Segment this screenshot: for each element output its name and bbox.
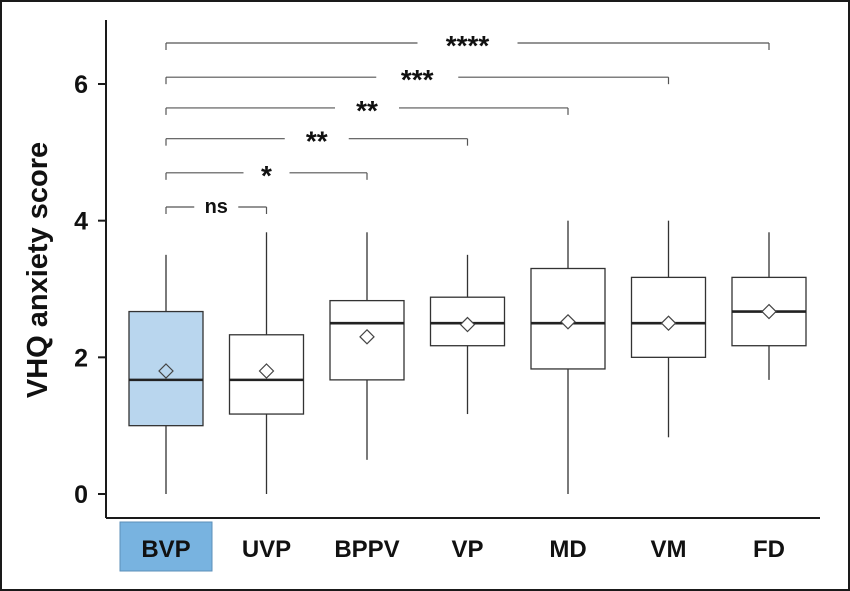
x-tick-label-fd: FD [753, 536, 785, 563]
significance-label-bppv: * [261, 160, 272, 191]
significance-label-vm: *** [401, 64, 434, 95]
x-label-highlight [119, 521, 213, 572]
mean-marker-md [560, 313, 576, 330]
mean-marker-uvp [258, 363, 275, 379]
y-tick-label: 6 [74, 71, 88, 99]
significance-label-vp: ** [306, 126, 328, 157]
significance-label-uvp: ns [205, 196, 228, 218]
significance-label-md: ** [356, 95, 378, 126]
mean-marker-fd [761, 303, 777, 320]
x-tick-label-bppv: BPPV [334, 536, 399, 563]
x-tick-label-bvp: BVP [141, 536, 190, 563]
y-tick-label: 0 [74, 481, 88, 509]
x-tick-label-vm: VM [651, 536, 687, 563]
mean-marker-bvp [158, 363, 174, 379]
y-tick-label: 2 [74, 344, 88, 372]
mean-marker-vp [459, 316, 476, 333]
x-tick-label-vp: VP [451, 536, 483, 563]
y-axis-label: VHQ anxiety score [22, 142, 54, 398]
x-tick-label-uvp: UVP [242, 536, 291, 563]
mean-marker-vm [660, 315, 677, 332]
mean-marker-bppv [359, 328, 375, 345]
significance-label-fd: **** [446, 30, 490, 61]
y-tick-label: 4 [74, 208, 88, 236]
x-tick-label-md: MD [549, 536, 586, 563]
